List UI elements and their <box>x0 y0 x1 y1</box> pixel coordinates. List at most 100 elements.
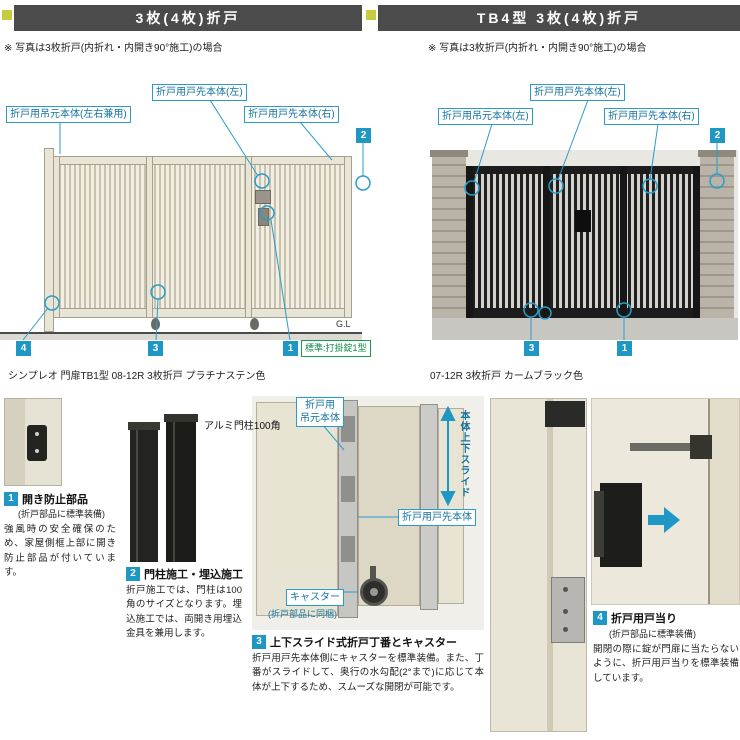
detail-3-leaders <box>321 405 456 593</box>
detail-1-title: 開き防止部品 <box>22 494 88 506</box>
leader-line <box>299 121 333 161</box>
ground-line <box>0 332 362 334</box>
detail-3-title-row: 3 上下スライド式折戸丁番とキャスター <box>252 634 457 650</box>
folding-panel-middle <box>358 406 420 606</box>
detail-2-title: 門柱施工・埋込施工 <box>144 569 243 581</box>
leader-line <box>321 423 345 451</box>
part-marker-3: 3 <box>524 341 539 356</box>
leader-line <box>473 123 493 183</box>
leader-line <box>209 99 259 177</box>
connector-circle <box>464 180 480 196</box>
detail-photo-opening-prevention <box>4 398 62 486</box>
part-marker-1: 1 <box>283 341 298 356</box>
screw-dot <box>563 609 568 614</box>
left-caption: シンプレオ 門扉TB1型 08-12R 3枚折戸 プラチナステン色 <box>8 371 266 382</box>
right-caption: 07-12R 3枚折戸 カームブラック色 <box>430 371 584 382</box>
callout-caster-sub: (折戸部品に同梱) <box>268 609 337 619</box>
section-header-right: TB4型 3枚(4枚)折戸 <box>378 5 740 31</box>
hinge-column-1 <box>338 400 358 618</box>
connector-circle <box>548 178 564 194</box>
hinge-column-2 <box>420 404 438 610</box>
detail-4-arrow <box>648 507 680 533</box>
gate-caster-wheel-2 <box>250 318 259 330</box>
connector-circle <box>259 205 275 221</box>
part-marker-2: 2 <box>356 128 371 143</box>
detail-3-title: 上下スライド式折戸丁番とキャスター <box>270 637 457 649</box>
panel-stile-shadow <box>547 399 553 731</box>
arrow-head-right <box>664 507 680 533</box>
callout-leaf-body-detail: 折戸用戸先本体 <box>398 509 476 526</box>
callout-hinge-body: 折戸用吊元本体(左) <box>438 108 533 125</box>
detail-3-number-badge: 3 <box>252 635 266 649</box>
folding-panel-right <box>438 408 464 604</box>
left-gate-diagram: 折戸用戸先本体(左) 折戸用吊元本体(左右兼用) 折戸用戸先本体(右) 2 4 … <box>0 70 375 365</box>
hinge-knuckle <box>341 536 355 562</box>
gate-stile-2 <box>146 156 153 318</box>
detail-4-title: 折戸用戸当り <box>611 613 677 625</box>
callout-leaf-left: 折戸用戸先本体(左) <box>152 84 247 101</box>
leader-line <box>649 123 659 181</box>
detail-4-number-badge: 4 <box>593 611 607 625</box>
slide-label: 本体上下スライド <box>458 410 469 498</box>
detail-photo-posts <box>128 414 202 562</box>
part-marker-1: 1 <box>617 341 632 356</box>
callout-leaf-right: 折戸用戸先本体(右) <box>604 108 699 125</box>
detail-2-number-badge: 2 <box>126 567 140 581</box>
connector-circle <box>642 178 658 194</box>
standard-lock-label: 標準:打掛錠1型 <box>301 340 371 357</box>
detail-3-body: 折戸用戸先本体側にキャスターを標準装備。また、丁番がスライドして、奥行の水勾配(… <box>252 653 484 693</box>
photo-ground <box>432 318 738 340</box>
ground-strip <box>0 334 362 340</box>
black-gate-latch <box>575 210 591 232</box>
black-gate-stile-3 <box>620 166 627 318</box>
post-size-label: アルミ門柱100角 <box>204 421 281 432</box>
arrow-tail <box>648 515 664 525</box>
gate-stile-4 <box>344 156 352 318</box>
leader-line <box>557 99 589 181</box>
hinge-knuckle <box>341 416 355 442</box>
door-hinge-metal <box>551 577 585 643</box>
gate-stile-3 <box>245 156 252 318</box>
callout-hinge-line-2: 吊元本体 <box>300 413 340 424</box>
post-highlight <box>136 430 138 562</box>
detail-2-body: 折戸施工では、門柱は100角のサイズとなります。埋込施工では、両開き用埋込金具を… <box>126 585 242 639</box>
callout-hinge-line-1: 折戸用 <box>305 400 335 411</box>
detail-4-subtitle: (折戸部品に標準装備) <box>609 629 696 639</box>
detail-2-title-row: 2 門柱施工・埋込施工 <box>126 566 243 582</box>
leader-line <box>155 298 159 341</box>
part-marker-2: 2 <box>710 128 725 143</box>
gate-latch-upper <box>255 190 271 204</box>
screw-dot <box>563 587 568 592</box>
connector-circle <box>523 302 539 318</box>
pillar-left-cap <box>430 150 468 157</box>
left-diagram-leaders <box>22 99 371 341</box>
folding-panel-left <box>256 402 338 616</box>
black-gate-slats <box>466 174 700 308</box>
black-hinge-knuckle <box>594 491 604 557</box>
hinge-knuckle <box>341 476 355 502</box>
caster-stem <box>370 566 376 580</box>
detail-4-body: 開閉の際に錠が門扉に当たらないように、折戸用戸当りを標準装備しています。 <box>593 644 739 684</box>
gate-stile-1 <box>53 156 60 318</box>
black-gate-stile-2 <box>543 166 550 318</box>
black-gate-stile-4 <box>693 166 700 318</box>
connector-circle <box>44 295 60 311</box>
screw-dot <box>563 627 568 632</box>
black-gate-stile-1 <box>466 166 473 318</box>
callout-leaf-right: 折戸用戸先本体(右) <box>244 106 339 123</box>
detail-1-subtitle: (折戸部品に標準装備) <box>18 509 105 519</box>
screw-dot <box>35 432 39 436</box>
detail-1-body: 強風時の安全確保のため、家屋側框上部に開き防止部品が付いています。 <box>4 524 116 578</box>
stopper-rod <box>630 443 710 451</box>
connector-circle <box>150 284 166 300</box>
connector-circle <box>616 302 632 318</box>
leader-line <box>270 219 291 341</box>
right-diagram-leaders <box>464 99 725 340</box>
detail-photo-door-panel <box>490 398 587 732</box>
door-frame-edge <box>5 399 25 485</box>
callout-caster: キャスター <box>286 589 344 606</box>
leader-line <box>22 307 49 341</box>
callout-leaf-left: 折戸用戸先本体(左) <box>530 84 625 101</box>
connector-circle <box>709 173 725 189</box>
